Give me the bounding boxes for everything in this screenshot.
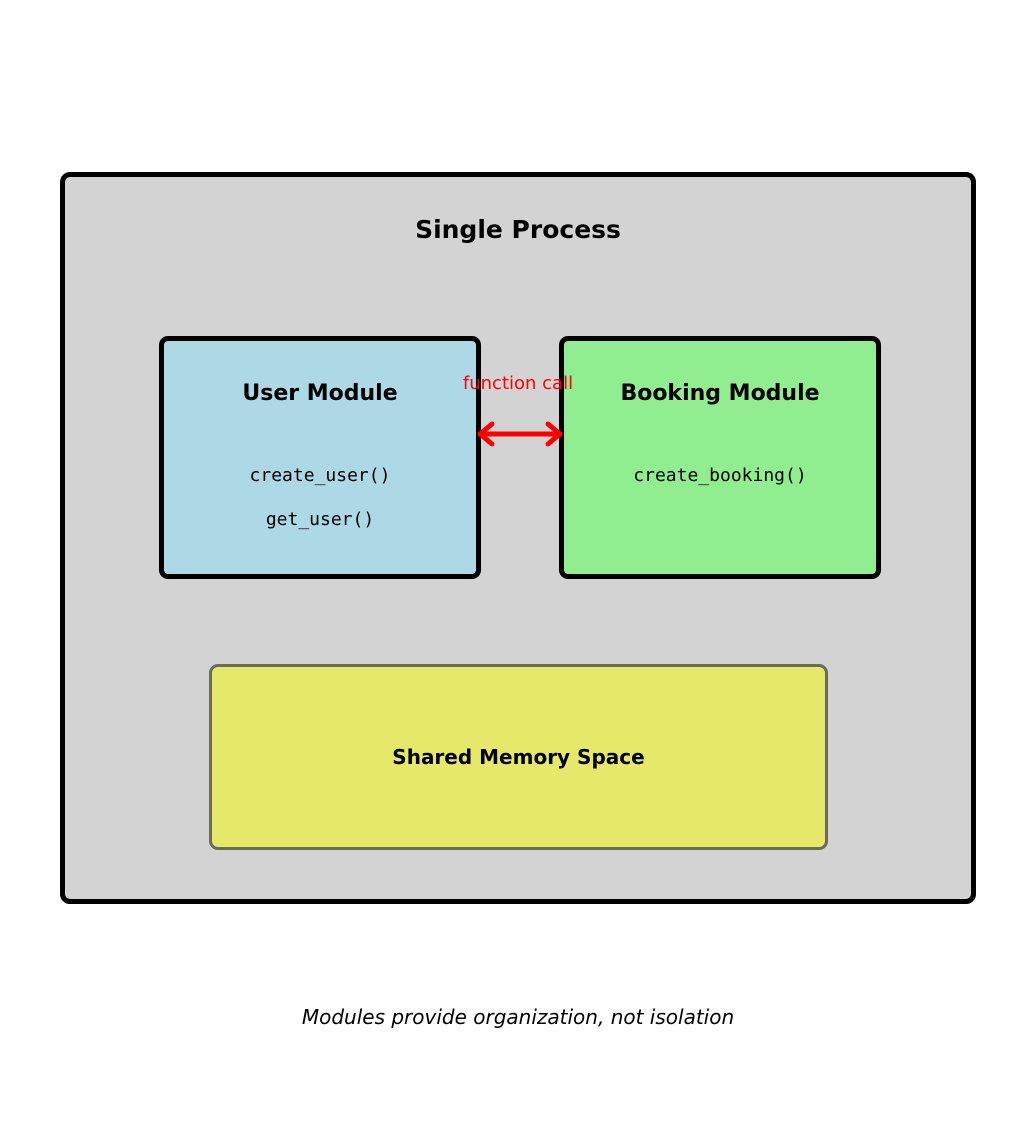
booking-module-box: Booking Module create_booking() [559,336,881,579]
process-title: Single Process [415,215,621,244]
user-module-box: User Module create_user() get_user() [159,336,481,579]
shared-memory-box: Shared Memory Space [209,664,828,850]
get-user-function: get_user() [265,509,375,530]
shared-memory-label: Shared Memory Space [392,745,645,769]
booking-module-title: Booking Module [620,381,820,406]
function-call-label: function call [462,373,574,394]
create-booking-function: create_booking() [633,465,807,486]
create-user-function: create_user() [249,465,391,486]
diagram-caption: Modules provide organization, not isolat… [301,1005,735,1029]
user-module-title: User Module [242,381,398,406]
bidirectional-arrow-icon [477,421,563,447]
